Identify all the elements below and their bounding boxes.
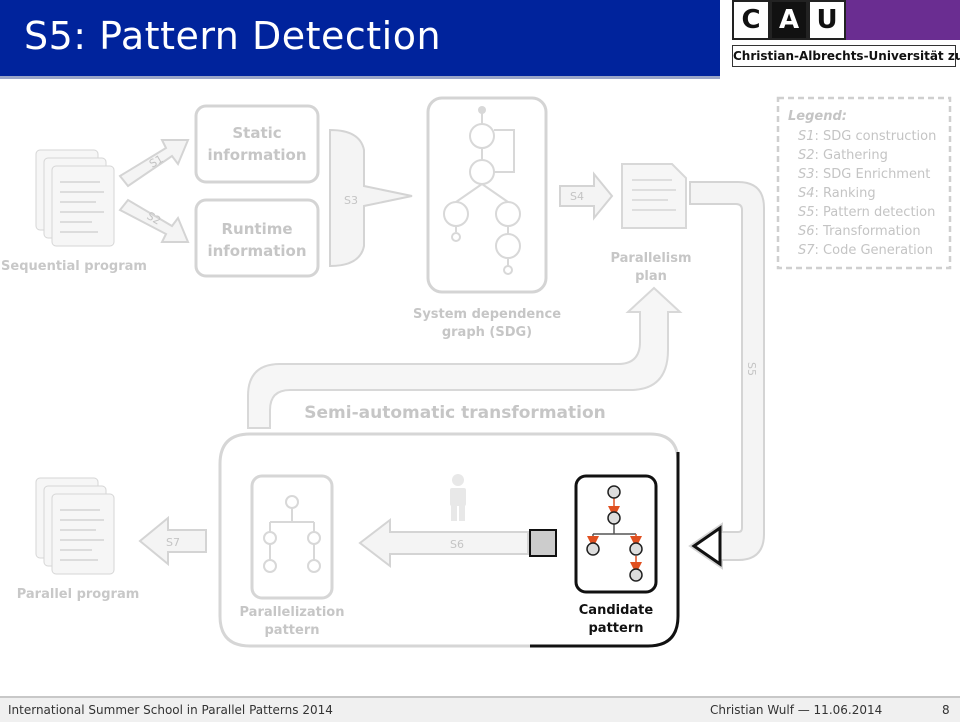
university-logo: C A U Christian-Albrechts-Universität zu…: [720, 0, 960, 76]
sdg-label-line1: System dependence: [413, 307, 561, 322]
logo-letter-c: C: [732, 0, 770, 40]
s5-arrow: S5: [688, 181, 765, 570]
footer-event: International Summer School in Parallel …: [8, 703, 333, 717]
s1-label: S1: [147, 152, 166, 170]
page-number: 8: [942, 703, 950, 717]
semi-automatic-container: [218, 432, 680, 648]
legend-item-s1: S1: SDG construction: [798, 129, 936, 144]
footer-author-date: Christian Wulf — 11.06.2014: [710, 703, 883, 717]
legend-item-s2: S2: Gathering: [798, 148, 888, 163]
s6-arrow-start: [529, 529, 557, 557]
s6-label: S6: [450, 538, 464, 551]
legend-item-s3: S3: SDG Enrichment: [798, 167, 930, 182]
candidate-pattern-line1: Candidate: [579, 603, 654, 618]
s6-arrow: S6: [358, 517, 529, 569]
sequential-program-icon: [35, 149, 115, 247]
logo-letter-u: U: [808, 0, 846, 40]
parallelization-pattern-line2: pattern: [265, 623, 320, 638]
sdg-graph: [443, 112, 521, 275]
legend-box: [776, 96, 952, 270]
s4-arrow: S4: [559, 171, 614, 221]
s2-label: S2: [145, 209, 164, 227]
static-information-line2: information: [207, 146, 306, 164]
parallel-program-label: Parallel program: [17, 587, 140, 602]
s4-label: S4: [570, 190, 584, 203]
parallelism-plan-line1: Parallelism: [610, 251, 691, 266]
s7-label: S7: [166, 536, 180, 549]
workflow-diagram: Sequential program S1 S2 Static informat…: [1, 96, 952, 648]
legend-item-s4: S4: Ranking: [798, 186, 876, 201]
parallelization-pattern-line1: Parallelization: [240, 605, 345, 620]
s5-label: S5: [745, 362, 758, 376]
s1-arrow: S1: [118, 139, 190, 188]
parallelization-pattern-graph: [263, 495, 321, 573]
legend-item-s7: S7: Code Generation: [798, 243, 933, 258]
logo-university-name: Christian-Albrechts-Universität zu Kiel: [732, 45, 960, 67]
sdg-box: [426, 96, 548, 294]
legend-item-s6: S6: Transformation: [798, 224, 921, 239]
slide-title: S5: Pattern Detection: [24, 14, 442, 58]
person-icon: [450, 474, 466, 521]
legend-title: Legend:: [788, 109, 847, 124]
runtime-information-line2: information: [207, 242, 306, 260]
sdg-start-node: [478, 106, 486, 114]
static-information-line1: Static: [232, 124, 281, 142]
title-bar: S5: Pattern Detection: [0, 0, 720, 79]
runtime-information-box: [194, 198, 320, 278]
semi-automatic-container-highlight: [530, 452, 680, 648]
s5-arrow-tip: [691, 525, 722, 567]
plan-feedback-arrow: [247, 286, 683, 429]
semi-automatic-label: Semi-automatic transformation: [304, 403, 605, 423]
parallel-program-icon: [35, 477, 115, 575]
logo-letter-a: A: [770, 0, 808, 40]
s3-label: S3: [344, 194, 358, 207]
s3-brace-arrow: S3: [329, 128, 413, 268]
s7-arrow: S7: [138, 515, 207, 567]
legend-items: S1: SDG construction S2: Gathering S3: S…: [798, 129, 936, 258]
candidate-pattern-graph: [586, 485, 643, 582]
candidate-pattern-line2: pattern: [589, 621, 644, 636]
s2-arrow: S2: [118, 198, 190, 243]
footer: International Summer School in Parallel …: [0, 696, 960, 722]
sequential-program-label: Sequential program: [1, 259, 147, 274]
parallelism-plan-icon: [621, 163, 687, 229]
static-information-box: [194, 104, 320, 184]
runtime-information-line1: Runtime: [221, 220, 292, 238]
sdg-label-line2: graph (SDG): [442, 325, 532, 340]
logo-purple-block: [846, 0, 960, 40]
parallelism-plan-line2: plan: [635, 269, 667, 284]
legend-item-s5: S5: Pattern detection: [798, 205, 935, 220]
